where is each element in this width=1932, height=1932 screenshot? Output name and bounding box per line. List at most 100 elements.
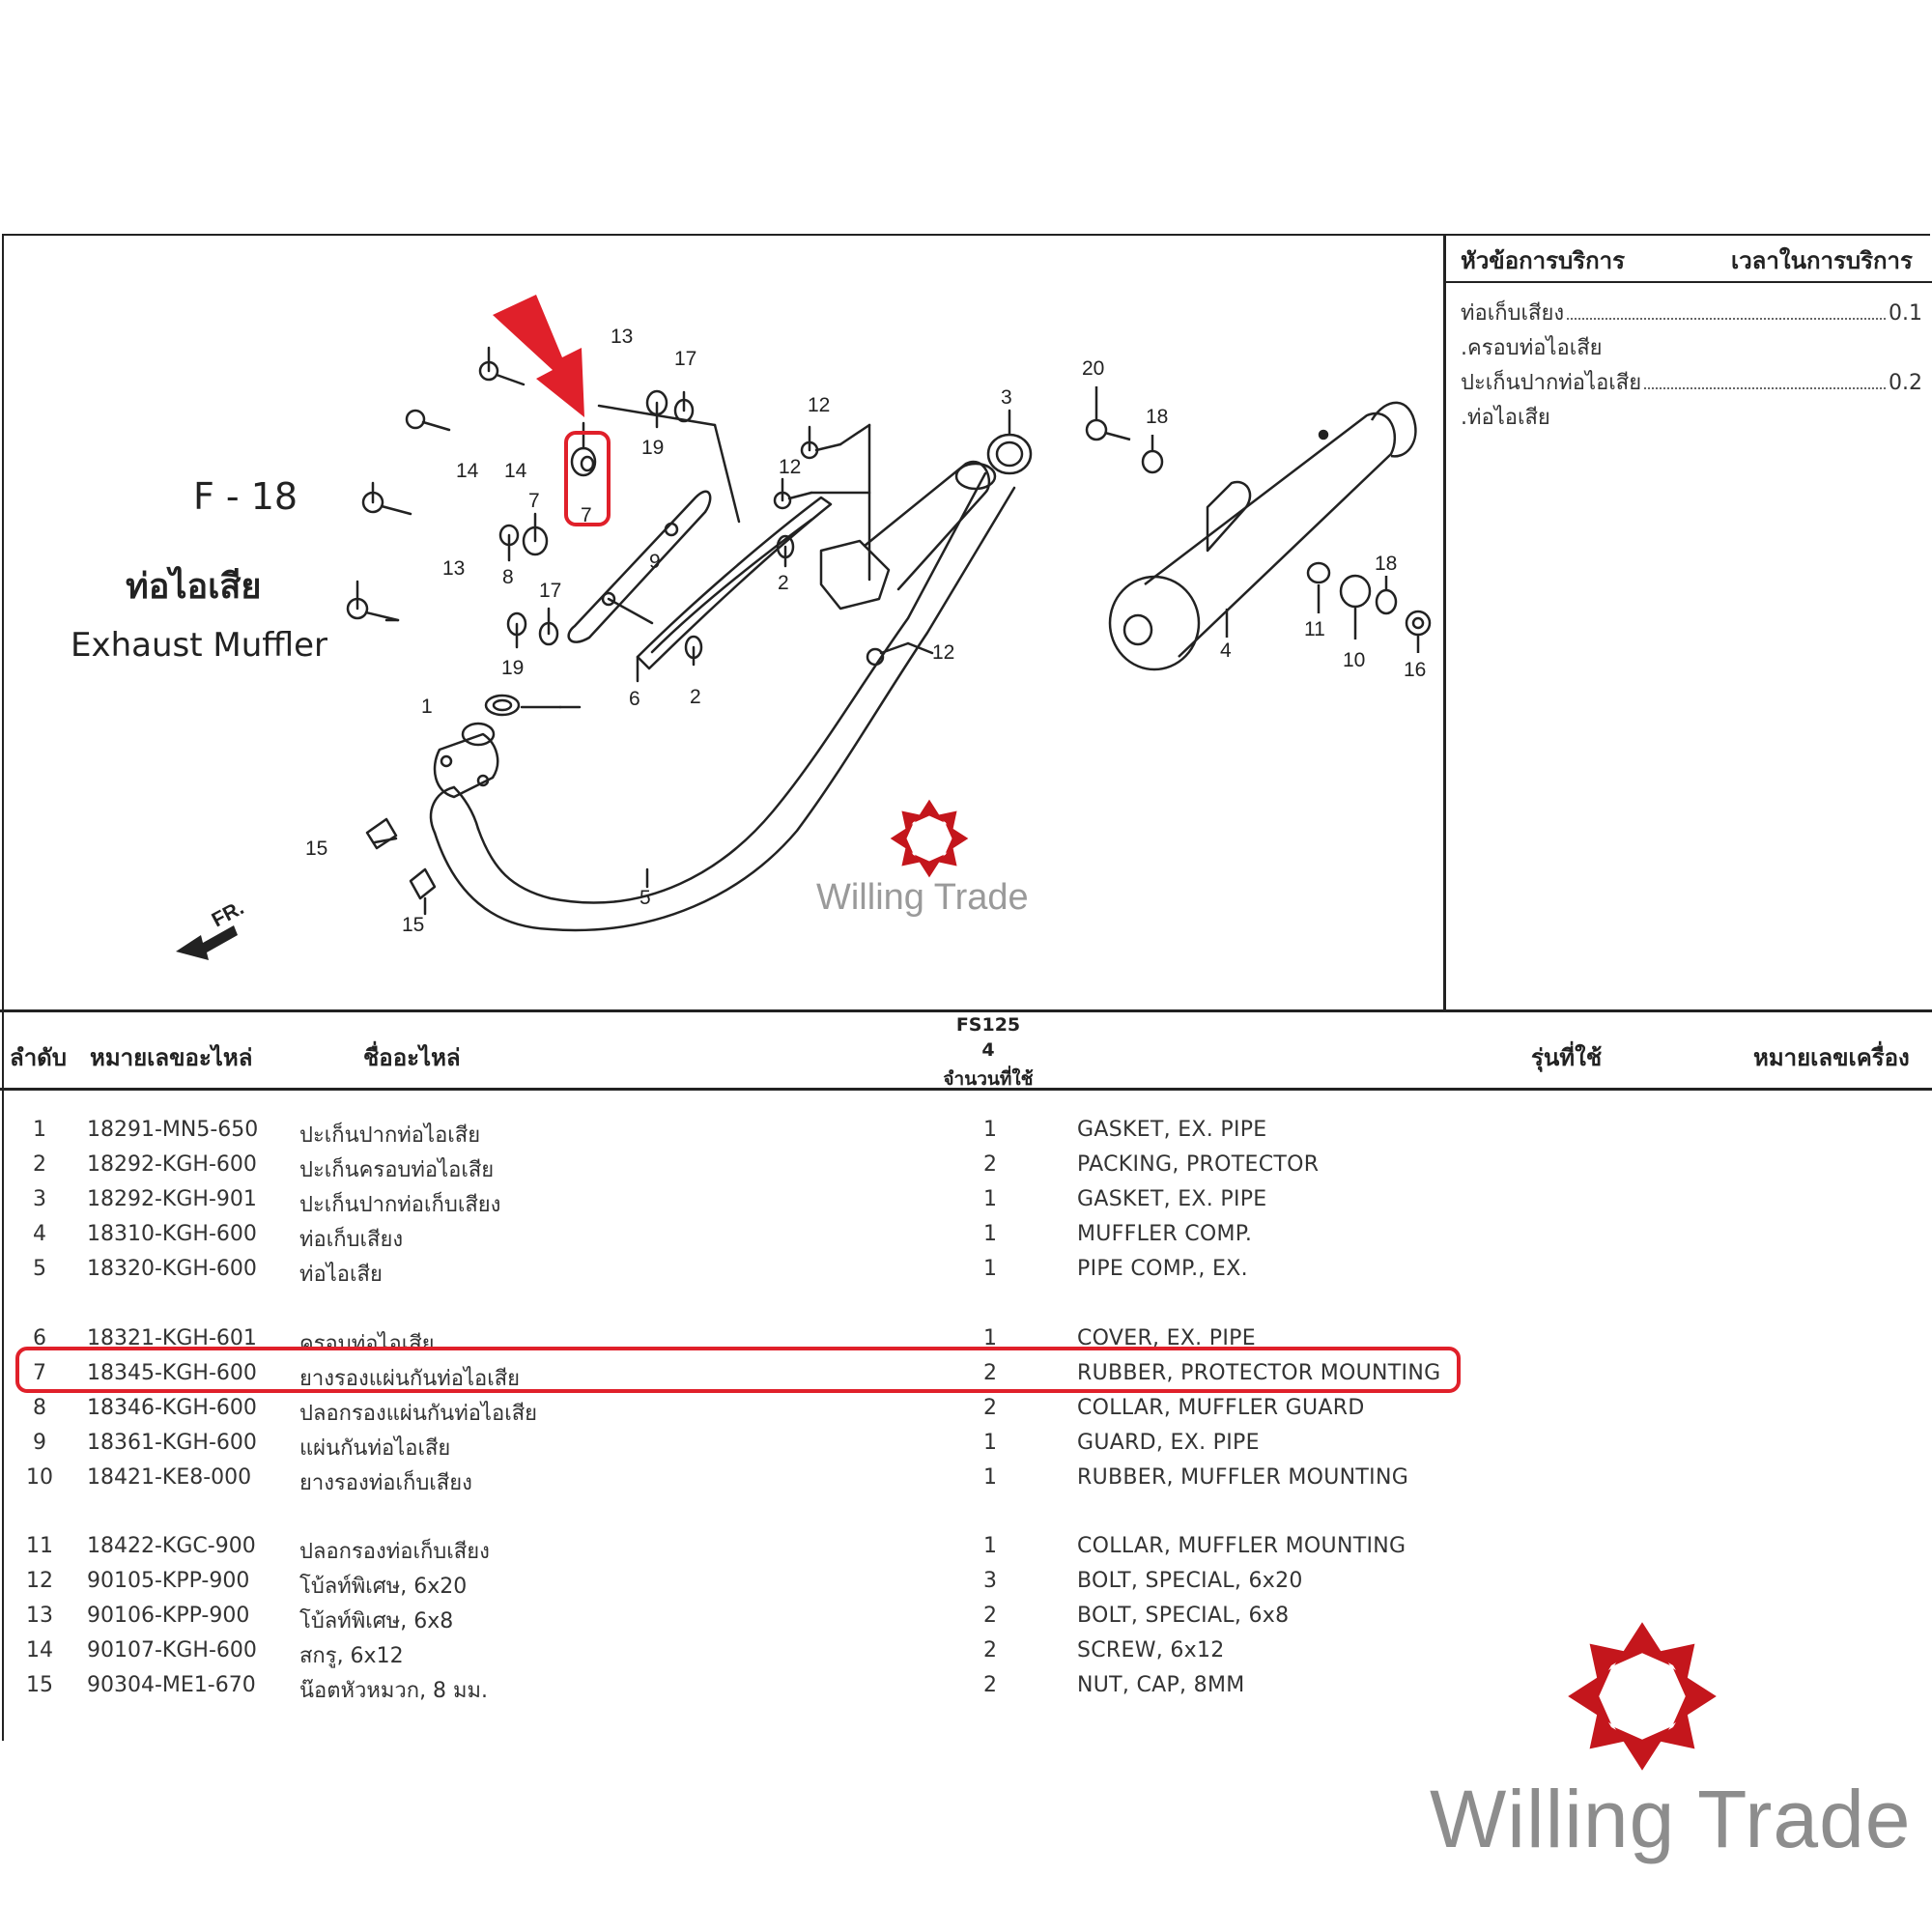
front-direction-arrow-icon: FR. <box>176 896 247 960</box>
header-model: FS125 <box>955 1014 1021 1036</box>
service-header-rule <box>1446 281 1932 283</box>
table-top-rule <box>0 1009 1932 1012</box>
callout-13: 13 <box>611 326 633 348</box>
header-engine-no: หมายเลขเครื่อง <box>1753 1044 1910 1071</box>
exploded-parts-diagram: FR. 1 2 2 3 4 5 6 7 7 8 9 10 11 12 12 12… <box>176 295 1432 960</box>
callout-12: 12 <box>808 394 830 416</box>
bolt-20 <box>1085 418 1131 441</box>
bolt-13-top <box>478 360 526 386</box>
callout-20: 20 <box>1082 357 1104 380</box>
figure-title-thai: ท่อไอเสีย <box>126 567 262 607</box>
header-usage: รุ่นที่ใช้ <box>1531 1044 1603 1071</box>
callout-9: 9 <box>649 551 661 573</box>
callout-5: 5 <box>639 887 651 909</box>
callout-19: 19 <box>641 437 664 459</box>
header-part-name: ชื่ออะไหล่ <box>363 1044 461 1071</box>
callout-6: 6 <box>629 688 640 710</box>
callout-14: 14 <box>456 460 479 482</box>
screw-14-top <box>405 409 451 432</box>
service-item-header: หัวข้อการบริการ <box>1461 247 1626 274</box>
cap-nut-15-b <box>409 867 437 900</box>
red-arrow-icon <box>493 295 584 417</box>
willing-trade-logo-large-icon <box>1568 1622 1717 1771</box>
figure-code: F - 18 <box>193 475 298 518</box>
rubber-10 <box>1339 574 1372 609</box>
muffler <box>1085 386 1432 671</box>
callout-19: 19 <box>501 657 524 679</box>
callout-18: 18 <box>1146 406 1168 428</box>
callout-12: 12 <box>932 641 954 664</box>
bolt-12-top <box>800 440 842 460</box>
callout-2: 2 <box>778 572 789 594</box>
callout-15: 15 <box>402 914 424 936</box>
bolt-12-low <box>866 641 910 667</box>
exhaust-pipe <box>476 471 987 904</box>
callout-12: 12 <box>779 456 801 478</box>
bolt-13-left <box>346 597 400 622</box>
pipe-cover <box>636 496 833 670</box>
header-qty: จำนวนที่ใช้ <box>943 1068 1034 1090</box>
callout-10: 10 <box>1343 649 1365 671</box>
callout-11: 11 <box>1304 618 1325 640</box>
callout-18: 18 <box>1375 553 1397 575</box>
callout-2: 2 <box>690 686 701 708</box>
gasket-1 <box>484 694 521 717</box>
callout-14: 14 <box>504 460 527 482</box>
washer-18-right <box>1375 588 1398 615</box>
callout-15: 15 <box>305 838 327 860</box>
header-model-code: 4 <box>981 1039 995 1061</box>
exhaust-guard <box>567 490 712 643</box>
callout-7: 7 <box>528 490 540 512</box>
watermark-brand-small: Willing Trade <box>816 877 1029 918</box>
nut-16 <box>1405 610 1432 637</box>
willing-trade-logo-icon <box>890 799 969 878</box>
panel-divider <box>1443 234 1446 1011</box>
service-row: .ท่อไอเสีย <box>1461 406 1550 430</box>
rubber-7-top <box>570 446 597 477</box>
callout-7: 7 <box>581 504 592 526</box>
callout-3: 3 <box>1001 386 1012 409</box>
callout-17: 17 <box>674 348 696 370</box>
front-label: FR. <box>209 896 248 931</box>
exhaust-flange <box>433 732 499 799</box>
bolt-12-mid <box>773 491 813 510</box>
callout-17: 17 <box>539 580 561 602</box>
callout-4: 4 <box>1220 639 1232 662</box>
washer-18-top <box>1141 449 1164 474</box>
header-part-number: หมายเลขอะไหล่ <box>90 1044 253 1071</box>
service-time-header: เวลาในการบริการ <box>1731 247 1913 274</box>
service-row: .ครอบท่อไอเสีย <box>1461 336 1603 360</box>
callout-8: 8 <box>502 566 514 588</box>
callout-16: 16 <box>1404 659 1426 681</box>
document-frame <box>2 234 1930 1741</box>
screw-14-left <box>361 491 412 516</box>
watermark-brand-large: Willing Trade <box>1430 1774 1912 1864</box>
figure-title-english: Exhaust Muffler <box>71 626 328 665</box>
highlighted-row-outline <box>15 1347 1461 1393</box>
callout-1: 1 <box>421 696 433 718</box>
callout-13: 13 <box>442 557 465 580</box>
header-no: ลำดับ <box>10 1044 68 1071</box>
callout-numbers: 1 2 2 3 4 5 6 7 7 8 9 10 11 12 12 12 13 … <box>305 326 1426 936</box>
cap-nut-15-a <box>365 817 398 850</box>
table-header-rule <box>0 1088 1932 1091</box>
gasket-3 <box>986 433 1033 475</box>
collar-11 <box>1306 561 1331 584</box>
